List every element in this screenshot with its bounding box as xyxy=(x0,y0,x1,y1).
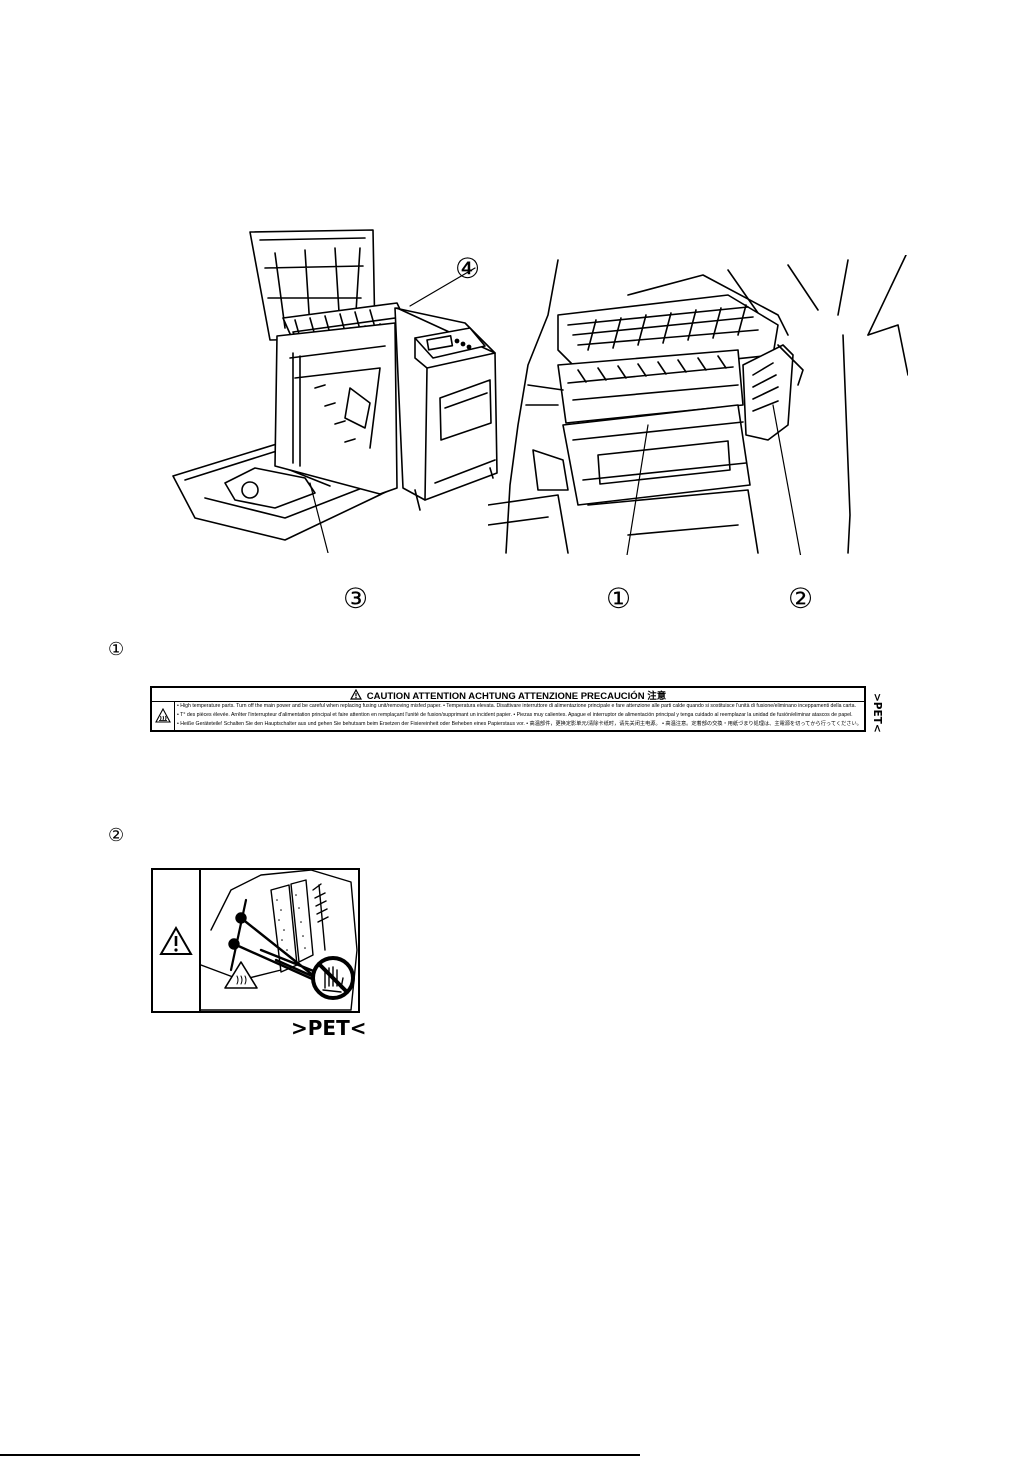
hot-surface-box xyxy=(152,701,175,730)
hot-surface-icon xyxy=(155,708,171,723)
warning-triangle-icon xyxy=(159,925,193,955)
caution-header-text: CAUTION ATTENTION ACHTUNG ATTENZIONE PRE… xyxy=(366,690,667,702)
callout-3: ③ xyxy=(343,582,369,615)
hand-prohibited-pictogram xyxy=(201,870,358,1011)
pet-mark-1: >PET< xyxy=(871,693,883,733)
caution-text-block: • High temperature parts. Turn off the m… xyxy=(177,703,862,730)
section-1-marker: ① xyxy=(108,639,125,660)
warning-box xyxy=(153,870,201,1011)
caution-line-2: • T° des pièces élevée. Arrêter l'interr… xyxy=(177,711,853,718)
pet-mark-2: >PET< xyxy=(291,1016,367,1040)
fusing-unit-illustration xyxy=(488,255,908,555)
caution-label-header: CAUTION ATTENTION ACHTUNG ATTENZIONE PRE… xyxy=(152,688,864,702)
printer-open-illustration xyxy=(165,228,505,553)
warning-triangle-icon xyxy=(349,689,362,700)
caution-line-1: • High temperature parts. Turn off the m… xyxy=(177,703,856,709)
caution-label: CAUTION ATTENTION ACHTUNG ATTENZIONE PRE… xyxy=(150,686,866,732)
callout-4: ④ xyxy=(455,252,481,285)
caution-line-3: • Heiße Geräteteile! Schalten Sie den Ha… xyxy=(177,721,862,727)
callout-2: ② xyxy=(788,582,814,615)
callout-1: ① xyxy=(606,582,632,615)
pictogram-label xyxy=(151,868,360,1013)
section-2-marker: ② xyxy=(108,825,125,846)
bottom-rule xyxy=(0,1454,640,1456)
